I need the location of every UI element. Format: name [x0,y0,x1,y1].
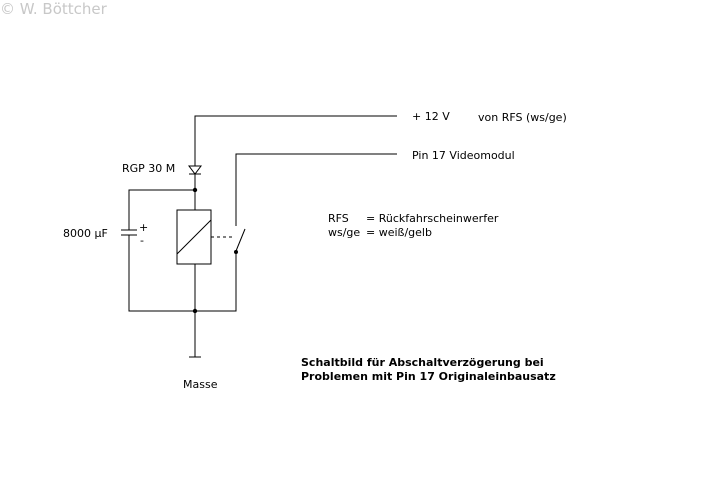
copyright-watermark: © W. Böttcher [0,0,107,18]
diode-symbol [188,165,202,175]
diode-label: RGP 30 M [122,162,176,175]
capacitor-minus-label: - [140,234,144,247]
ground-label: Masse [183,378,218,391]
caption-line-1: Schaltbild für Abschaltverzögerung bei [301,356,544,369]
relay-contact-blade [235,228,246,252]
pin17-label: Pin 17 Videomodul [412,149,515,162]
legend-rfs-abbr: RFS [328,212,349,225]
supply-wire [194,115,397,166]
supply-source-label: von RFS (ws/ge) [478,111,567,124]
legend-wsge-abbr: ws/ge [328,226,361,239]
caption-line-2: Problemen mit Pin 17 Originaleinbausatz [301,370,556,383]
capacitor-bottom-wire [128,235,237,312]
relay-contact-node [234,250,238,254]
capacitor-plus-label: + [139,221,149,234]
pin17-wire [235,153,397,226]
relay-coil-diagonal [176,219,212,255]
capacitor-top-wire [128,189,195,230]
capacitor-label: 8000 µF [63,227,108,240]
junction-node-top [192,187,198,193]
supply-voltage-label: + 12 V [412,110,450,123]
legend-rfs-definition: = Rückfahrscheinwerfer [366,212,499,225]
legend-wsge-definition: = weiß/gelb [366,226,432,239]
junction-node-bottom [192,308,198,314]
